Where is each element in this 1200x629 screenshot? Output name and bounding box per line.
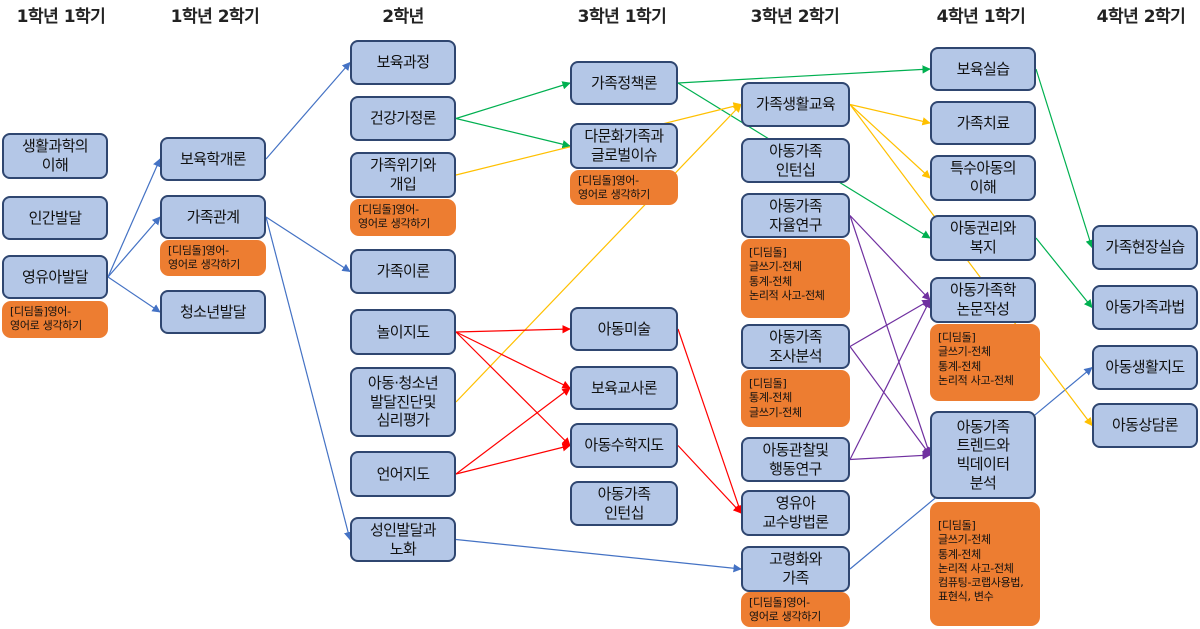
course-box[interactable]: 보육학개론 [160,137,266,181]
course-box[interactable]: 아동가족 자율연구 [741,193,850,238]
arrow-n23-to-n33 [849,215,932,456]
arrow-n8-to-n15 [455,81,571,120]
course-box[interactable]: 아동미술 [570,307,678,351]
course-box[interactable]: 놀이지도 [350,309,456,355]
course-box[interactable]: 아동관찰및 행동연구 [741,437,850,482]
course-box[interactable]: 아동상담론 [1092,403,1198,448]
arrow-n11-to-n18 [455,331,571,389]
course-box[interactable]: 보육실습 [930,47,1036,91]
course-box[interactable]: 가족이론 [350,249,456,294]
arrow-n31-to-n35 [1035,237,1093,309]
arrow-n11-to-n17 [455,325,571,334]
arrow-n24-to-n32 [849,299,931,348]
arrow-n4-to-n7 [265,61,351,160]
stepping-stone-note: [디딤돌]영어- 영어로 생각하기 [741,592,850,627]
course-box[interactable]: 다문화가족과 글로벌이슈 [570,123,678,169]
arrow-n21-to-n37 [849,104,1093,427]
arrow-n23-to-n32 [849,215,931,301]
stepping-stone-note: [디딤돌]영어- 영어로 생각하기 [2,301,108,338]
arrow-n13-to-n19 [455,443,571,475]
arrow-n28-to-n34 [1035,68,1094,249]
course-box[interactable]: 아동생활지도 [1092,345,1198,390]
arrow-n25-to-n33 [849,451,931,461]
stepping-stone-note: [디딤돌] 글쓰기-전체 통계-전체 논리적 사고-전체 [930,324,1040,401]
course-box[interactable]: 인간발달 [2,196,108,240]
arrow-n14-to-n27 [455,538,742,573]
course-box[interactable]: 영유아 교수방법론 [741,490,850,536]
course-box[interactable]: 건강가정론 [350,96,456,141]
stepping-stone-note: [디딤돌] 통계-전체 글쓰기-전체 [741,370,850,427]
course-box[interactable]: 고령화와 가족 [741,546,850,592]
course-box[interactable]: 언어지도 [350,451,456,497]
stepping-stone-note: [디딤돌]영어- 영어로 생각하기 [350,199,456,236]
course-box[interactable]: 성인발달과 노화 [350,517,456,562]
arrow-n11-to-n19 [455,331,571,447]
course-box[interactable]: 아동가족 인턴십 [570,481,678,526]
course-box[interactable]: 아동·청소년 발달진단및 심리평가 [350,367,456,437]
course-box[interactable]: 특수아동의 이해 [930,155,1036,201]
course-box[interactable]: 가족위기와 개입 [350,152,456,198]
arrow-n19-to-n26 [677,445,742,514]
semester-header-y4s2: 4학년 2학기 [1096,7,1186,27]
course-box[interactable]: 영유아발달 [2,255,108,299]
course-box[interactable]: 아동가족과법 [1092,285,1198,330]
arrow-n8-to-n16 [455,117,571,149]
course-box[interactable]: 아동가족 조사분석 [741,324,850,369]
arrow-n25-to-n32 [849,299,931,460]
semester-header-y2: 2학년 [382,7,424,27]
course-box[interactable]: 보육교사론 [570,366,678,410]
course-box[interactable]: 가족정책론 [570,61,678,105]
course-box[interactable]: 가족관계 [160,195,266,239]
course-box[interactable]: 아동수학지도 [570,423,678,468]
course-box[interactable]: 생활과학의 이해 [2,133,108,179]
arrow-n13-to-n18 [455,387,571,475]
course-box[interactable]: 청소년발달 [160,290,266,334]
arrow-n24-to-n33 [849,346,931,456]
arrow-n3-to-n5 [107,216,161,278]
stepping-stone-note: [디딤돌] 글쓰기-전체 통계-전체 논리적 사고-전체 [741,239,850,318]
semester-header-y3s2: 3학년 2학기 [750,7,840,27]
course-box[interactable]: 아동가족 인턴십 [741,138,850,183]
semester-header-y4s1: 4학년 1학기 [936,7,1026,27]
arrow-n5-to-n14 [265,216,353,541]
arrow-n3-to-n4 [107,158,161,278]
arrow-n15-to-n28 [677,65,931,84]
stepping-stone-note: [디딤돌]영어- 영어로 생각하기 [570,170,678,205]
course-box[interactable]: 아동가족학 논문작성 [930,277,1036,323]
course-box[interactable]: 아동권리와 복지 [930,215,1036,261]
course-box[interactable]: 가족현장실습 [1092,225,1198,270]
course-box[interactable]: 가족생활교육 [741,82,850,127]
semester-header-y1s2: 1학년 2학기 [170,7,260,27]
arrow-n17-to-n26 [677,328,743,514]
course-box[interactable]: 보육과정 [350,40,456,85]
arrow-n21-to-n30 [849,104,931,179]
arrow-n12-to-n21 [455,103,742,403]
stepping-stone-note: [디딤돌] 글쓰기-전체 통계-전체 논리적 사고-전체 컴퓨팅-코랩사용법, … [930,502,1040,626]
arrow-n3-to-n6 [107,276,161,313]
arrow-n5-to-n10 [265,216,351,273]
arrow-n21-to-n29 [849,103,931,126]
semester-header-y1s1: 1학년 1학기 [16,7,106,27]
course-box[interactable]: 가족치료 [930,101,1036,145]
semester-header-y3s1: 3학년 1학기 [577,7,667,27]
stepping-stone-note: [디딤돌]영어- 영어로 생각하기 [160,240,266,276]
course-box[interactable]: 아동가족 트렌드와 빅데이터 분석 [930,411,1036,499]
